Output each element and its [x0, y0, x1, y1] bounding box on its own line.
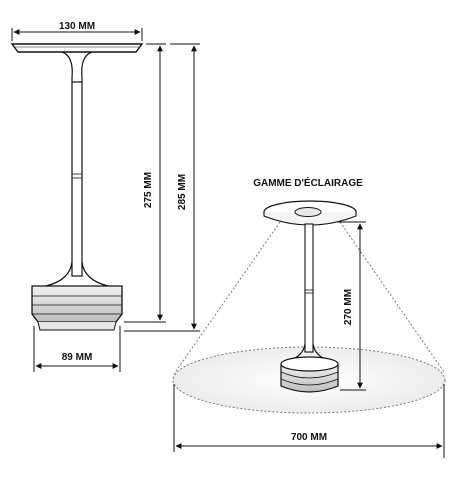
lamp-head-light	[294, 207, 322, 217]
light-cone	[173, 221, 445, 375]
base-width-dimension	[33, 326, 121, 372]
head-width-dimension	[11, 28, 143, 41]
lamp-base	[31, 285, 123, 323]
head-width-label: 130 MM	[59, 21, 95, 32]
light-range-dimension	[173, 384, 445, 458]
height-270-label: 270 MM	[343, 289, 354, 325]
light-range-label: 700 MM	[291, 432, 327, 443]
height-285-dimension	[124, 43, 200, 332]
height-270-dimension	[336, 221, 366, 391]
lamp-stem-perspective	[304, 223, 314, 353]
lamp-side-view	[10, 43, 144, 331]
lighting-range-title: GAMME D'ÉCLAIRAGE	[253, 176, 363, 189]
lamp-neck	[61, 51, 93, 82]
height-275-dimension	[124, 43, 166, 323]
lamp-head	[10, 43, 144, 53]
lamp-perspective-view	[263, 200, 357, 393]
base-width-label: 89 MM	[62, 352, 93, 363]
lamp-stem	[71, 81, 83, 277]
height-275-label: 275 MM	[143, 172, 154, 208]
height-285-label: 285 MM	[177, 174, 188, 210]
